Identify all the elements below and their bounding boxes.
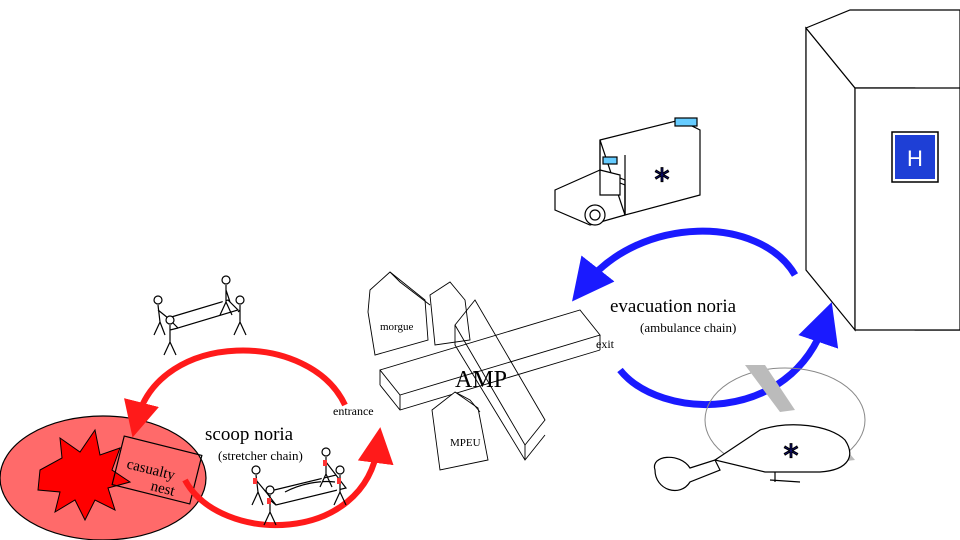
helicopter-icon: * bbox=[653, 365, 866, 492]
amp-tents bbox=[367, 271, 601, 471]
evacuation-arrow-top bbox=[572, 227, 799, 302]
evacuation-noria-arrows bbox=[572, 227, 839, 408]
hospital-sign bbox=[895, 135, 935, 179]
amp-label: AMP bbox=[455, 367, 507, 393]
scoop-arrow-top bbox=[124, 347, 348, 438]
evacuation-noria-label: evacuation noria bbox=[610, 296, 737, 317]
stretcher-bearers-with-casualty-icon bbox=[251, 447, 348, 526]
morgue-label: morgue bbox=[380, 321, 414, 333]
ambulance-icon: * bbox=[554, 117, 701, 226]
tent-icon bbox=[429, 281, 471, 346]
morgue-tent-icon bbox=[367, 271, 429, 356]
ambulance-star-icon: * bbox=[655, 163, 670, 198]
exit-label: exit bbox=[596, 337, 615, 351]
entrance-label: entrance bbox=[333, 404, 374, 418]
hospital-building-icon: H bbox=[805, 9, 960, 332]
scoop-noria-arrows bbox=[124, 347, 394, 529]
mpeu-label: MPEU bbox=[450, 437, 481, 449]
hospital-sign-letter: H bbox=[907, 146, 923, 171]
ambulance-chain-label: (ambulance chain) bbox=[640, 320, 736, 335]
explosion-icon bbox=[37, 428, 132, 522]
tent-icon bbox=[454, 299, 546, 446]
stretcher-bearers-icon bbox=[153, 275, 247, 356]
casualty-zone bbox=[0, 415, 207, 540]
helicopter-star-icon: * bbox=[784, 439, 799, 474]
scoop-arrow-bottom bbox=[182, 427, 394, 529]
casualty-nest-box bbox=[111, 435, 203, 505]
stretcher-chain-label: (stretcher chain) bbox=[218, 448, 303, 463]
scoop-noria-label: scoop noria bbox=[205, 424, 294, 445]
mpeu-tent-icon bbox=[431, 391, 489, 471]
evacuation-arrow-bottom bbox=[617, 302, 839, 408]
casualty-nest-label-2: nest bbox=[149, 478, 177, 500]
